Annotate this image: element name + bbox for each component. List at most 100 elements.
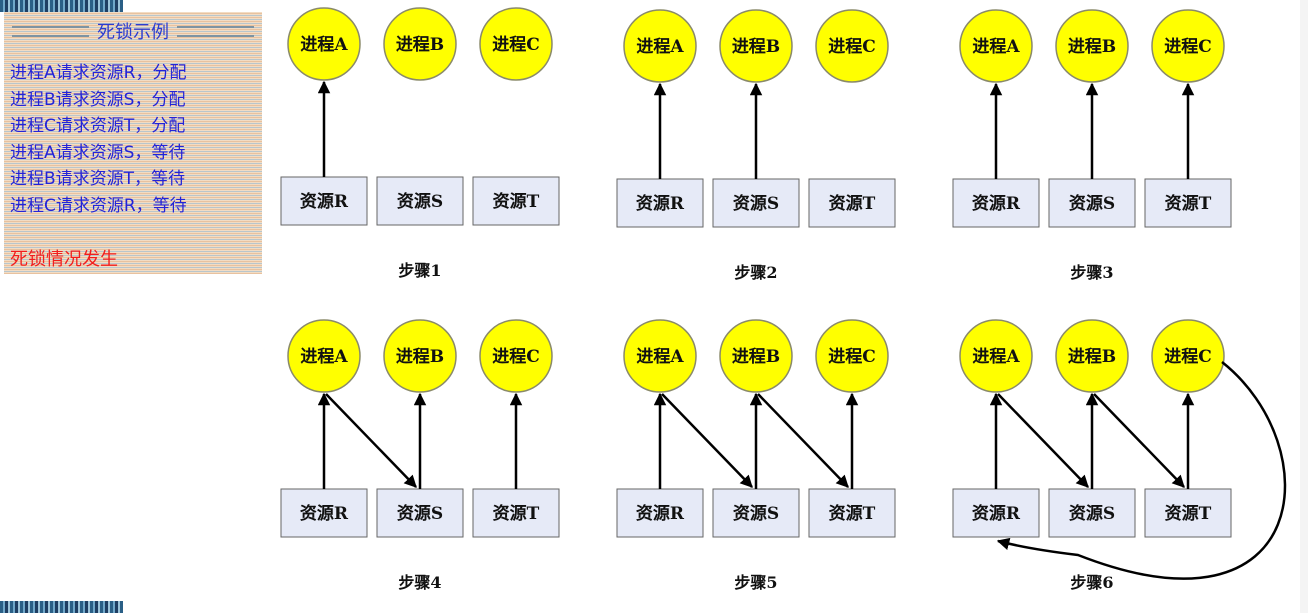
step-caption: 步骤1 bbox=[398, 261, 441, 280]
resource-label-r: 资源R bbox=[972, 503, 1021, 524]
deadlock-example-panel: 死锁示例 进程A请求资源R，分配 进程B请求资源S，分配 进程C请求资源T，分配… bbox=[4, 12, 262, 274]
decorative-strip-bottom bbox=[0, 601, 123, 613]
step-diagram-3: 资源R 资源S 资源T 进程A 进程B 进程C 步骤3 bbox=[952, 9, 1232, 282]
resource-label-r: 资源R bbox=[636, 503, 685, 524]
process-label-a: 进程A bbox=[300, 35, 348, 55]
step-diagram-4: 资源R 资源S 资源T 进程A 进程B 进程C 步骤4 bbox=[280, 319, 560, 592]
process-label-c: 进程C bbox=[492, 347, 540, 367]
step-diagram-6: 资源R 资源S 资源T 进程A 进程B 进程C 步骤6 bbox=[952, 319, 1287, 592]
process-circle-a bbox=[287, 319, 361, 393]
event-line: 进程C请求资源R，等待 bbox=[10, 195, 187, 216]
resource-label-t: 资源T bbox=[829, 193, 876, 214]
process-label-a: 进程A bbox=[636, 347, 684, 367]
step-caption: 步骤4 bbox=[398, 573, 441, 592]
process-label-c: 进程C bbox=[1164, 347, 1212, 367]
resource-box-r bbox=[616, 488, 704, 538]
resource-box-t bbox=[1144, 178, 1232, 228]
event-line: 进程B请求资源T，等待 bbox=[10, 169, 186, 190]
step-caption: 步骤6 bbox=[1070, 573, 1113, 592]
resource-label-s: 资源S bbox=[733, 193, 779, 214]
process-circle-c bbox=[815, 9, 889, 83]
step-caption: 步骤2 bbox=[734, 263, 777, 282]
edge-a-to-s bbox=[997, 393, 1089, 488]
resource-box-r bbox=[952, 488, 1040, 538]
resource-label-t: 资源T bbox=[1165, 193, 1212, 214]
resource-label-s: 资源S bbox=[1069, 193, 1115, 214]
process-circle-b bbox=[1055, 319, 1129, 393]
resource-label-s: 资源S bbox=[733, 503, 779, 524]
resource-box-s bbox=[1048, 488, 1136, 538]
resource-label-t: 资源T bbox=[493, 503, 540, 524]
process-label-c: 进程C bbox=[1164, 37, 1212, 57]
resource-box-s bbox=[376, 176, 464, 226]
edge-b-to-t bbox=[1093, 393, 1185, 488]
process-label-b: 进程B bbox=[396, 35, 444, 55]
step-diagram-5: 资源R 资源S 资源T 进程A 进程B 进程C 步骤5 bbox=[616, 319, 896, 592]
resource-box-s bbox=[712, 488, 800, 538]
resource-box-s bbox=[1048, 178, 1136, 228]
process-label-b: 进程B bbox=[1068, 37, 1116, 57]
decorative-strip-top bbox=[0, 0, 123, 12]
resource-box-t bbox=[808, 178, 896, 228]
process-label-a: 进程A bbox=[300, 347, 348, 367]
process-circle-a bbox=[959, 319, 1033, 393]
resource-label-s: 资源S bbox=[1069, 503, 1115, 524]
process-circle-a bbox=[623, 319, 697, 393]
resource-box-r bbox=[616, 178, 704, 228]
process-label-c: 进程C bbox=[828, 37, 876, 57]
process-circle-a bbox=[959, 9, 1033, 83]
process-label-a: 进程A bbox=[972, 347, 1020, 367]
resource-box-s bbox=[376, 488, 464, 538]
edge-c-to-r bbox=[996, 361, 1287, 580]
resource-label-t: 资源T bbox=[1165, 503, 1212, 524]
process-circle-a bbox=[287, 7, 361, 81]
resource-box-t bbox=[1144, 488, 1232, 538]
resource-box-t bbox=[472, 176, 560, 226]
edge-b-to-t bbox=[757, 393, 849, 488]
edge-a-to-s bbox=[325, 393, 417, 488]
process-circle-c bbox=[479, 319, 553, 393]
process-circle-a bbox=[623, 9, 697, 83]
process-label-b: 进程B bbox=[396, 347, 444, 367]
panel-title: 死锁示例 bbox=[97, 22, 169, 43]
step-caption: 步骤3 bbox=[1070, 263, 1113, 282]
process-label-b: 进程B bbox=[1068, 347, 1116, 367]
process-label-c: 进程C bbox=[828, 347, 876, 367]
process-label-b: 进程B bbox=[732, 37, 780, 57]
deadlock-conclusion: 死锁情况发生 bbox=[10, 249, 118, 270]
resource-label-t: 资源T bbox=[493, 191, 540, 212]
event-list: 进程A请求资源R，分配 进程B请求资源S，分配 进程C请求资源T，分配 进程A请… bbox=[10, 60, 187, 220]
process-circle-c bbox=[479, 7, 553, 81]
resource-label-r: 资源R bbox=[972, 193, 1021, 214]
step-diagram-2: 资源R 资源S 资源T 进程A 进程B 进程C 步骤2 bbox=[616, 9, 896, 282]
resource-label-r: 资源R bbox=[300, 191, 349, 212]
edge-a-to-s bbox=[661, 393, 753, 488]
event-line: 进程A请求资源S，等待 bbox=[10, 142, 186, 163]
process-label-b: 进程B bbox=[732, 347, 780, 367]
resource-label-s: 资源S bbox=[397, 191, 443, 212]
event-line: 进程B请求资源S，分配 bbox=[10, 89, 186, 110]
resource-label-t: 资源T bbox=[829, 503, 876, 524]
process-circle-c bbox=[1151, 9, 1225, 83]
resource-box-s bbox=[712, 178, 800, 228]
resource-label-r: 资源R bbox=[636, 193, 685, 214]
process-circle-c bbox=[815, 319, 889, 393]
event-line: 进程C请求资源T，分配 bbox=[10, 116, 186, 137]
process-label-a: 进程A bbox=[636, 37, 684, 57]
process-label-a: 进程A bbox=[972, 37, 1020, 57]
resource-box-r bbox=[280, 176, 368, 226]
right-border bbox=[1300, 0, 1308, 613]
resource-label-r: 资源R bbox=[300, 503, 349, 524]
resource-label-s: 资源S bbox=[397, 503, 443, 524]
step-caption: 步骤5 bbox=[734, 573, 777, 592]
process-circle-c bbox=[1151, 319, 1225, 393]
process-circle-b bbox=[719, 319, 793, 393]
resource-box-r bbox=[280, 488, 368, 538]
process-circle-b bbox=[383, 319, 457, 393]
panel-title-bar: 死锁示例 bbox=[4, 20, 262, 43]
process-circle-b bbox=[1055, 9, 1129, 83]
event-line: 进程A请求资源R，分配 bbox=[10, 63, 187, 83]
resource-box-t bbox=[472, 488, 560, 538]
